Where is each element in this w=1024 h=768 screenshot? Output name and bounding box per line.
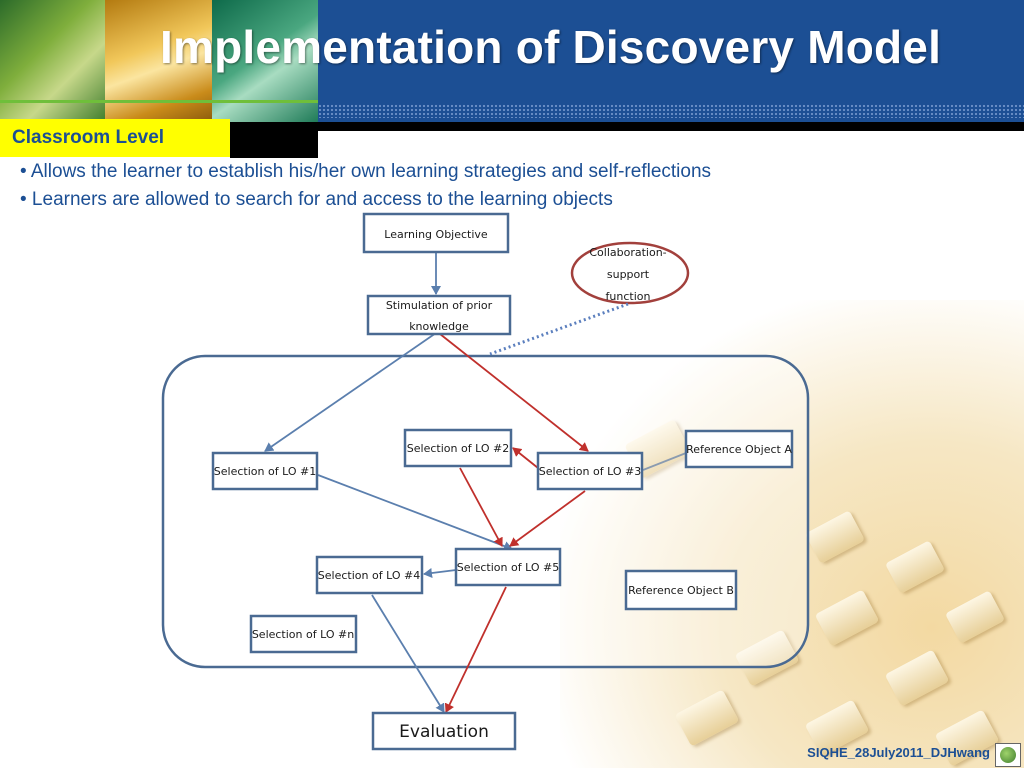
svg-text:Learning Objective: Learning Objective: [384, 228, 488, 241]
node-refA: Reference Object A: [684, 429, 794, 469]
svg-text:Selection of LO #1: Selection of LO #1: [214, 465, 316, 478]
node-collaboration: Collaboration- support function: [589, 246, 666, 303]
svg-text:Evaluation: Evaluation: [399, 722, 489, 742]
node-lo5: Selection of LO #5: [454, 547, 562, 587]
logo-mark: [1000, 747, 1016, 763]
svg-text:Selection of LO #4: Selection of LO #4: [318, 569, 420, 582]
header-band: [318, 0, 1024, 122]
svg-text:knowledge: knowledge: [409, 320, 469, 333]
bullet-item: • Learners are allowed to search for and…: [20, 189, 613, 210]
keyboard-background: [560, 300, 1024, 768]
svg-text:Reference Object B: Reference Object B: [628, 584, 734, 597]
arrow-lo2-to-lo5: [459, 467, 503, 547]
header-divider: [0, 122, 1024, 131]
svg-text:Selection of LO #3: Selection of LO #3: [539, 465, 641, 478]
arrow-lo3-to-lo5: [509, 490, 586, 547]
svg-text:Collaboration-: Collaboration-: [589, 246, 666, 259]
arrow-lo1-to-lo5: [317, 474, 513, 551]
bullet-list: • Allows the learner to establish his/he…: [20, 158, 900, 214]
collaboration-ellipse: [570, 241, 690, 305]
svg-text:Selection of LO #5: Selection of LO #5: [457, 561, 559, 574]
svg-text:support: support: [607, 268, 650, 281]
node-lo2: Selection of LO #2: [403, 428, 513, 468]
arrow-lo5-to-lo4: [423, 568, 457, 578]
arrow-lo3-to-lo2: [512, 447, 539, 469]
logo-icon: [995, 743, 1021, 767]
node-refB: Reference Object B: [624, 569, 738, 611]
arrow-stimulation-to-lo3: [439, 333, 589, 452]
level-label: Classroom Level: [0, 119, 230, 157]
footer-credit: SIQHE_28July2011_DJHwang: [807, 745, 990, 760]
header-accent-line: [0, 100, 318, 103]
svg-text:Selection of LO #n: Selection of LO #n: [252, 628, 354, 641]
svg-text:function: function: [606, 290, 651, 303]
node-lo3: Selection of LO #3: [536, 451, 644, 491]
arrow-lo5-to-evaluation: [444, 586, 507, 713]
arrow-lo4-to-evaluation: [371, 594, 445, 713]
svg-text:Selection of LO #2: Selection of LO #2: [407, 442, 509, 455]
header-dot-pattern: [318, 104, 1024, 118]
node-lo4: Selection of LO #4: [315, 555, 424, 595]
bullet-item: • Allows the learner to establish his/he…: [20, 161, 712, 182]
node-learning-objective: Learning Objective: [362, 212, 510, 254]
arrow-stimulation-to-lo1: [264, 332, 437, 452]
node-evaluation: Evaluation: [371, 711, 517, 751]
node-stimulation: Stimulation of prior knowledge: [366, 294, 512, 336]
svg-text:Stimulation of prior: Stimulation of prior: [386, 299, 493, 312]
header-divider-block: [230, 122, 318, 158]
link-refA-to-lo3: [642, 452, 687, 471]
node-lon: Selection of LO #n: [249, 614, 358, 654]
svg-text:Reference Object A: Reference Object A: [686, 443, 792, 456]
node-lo1: Selection of LO #1: [211, 451, 319, 491]
page-title: Implementation of Discovery Model: [160, 21, 942, 73]
